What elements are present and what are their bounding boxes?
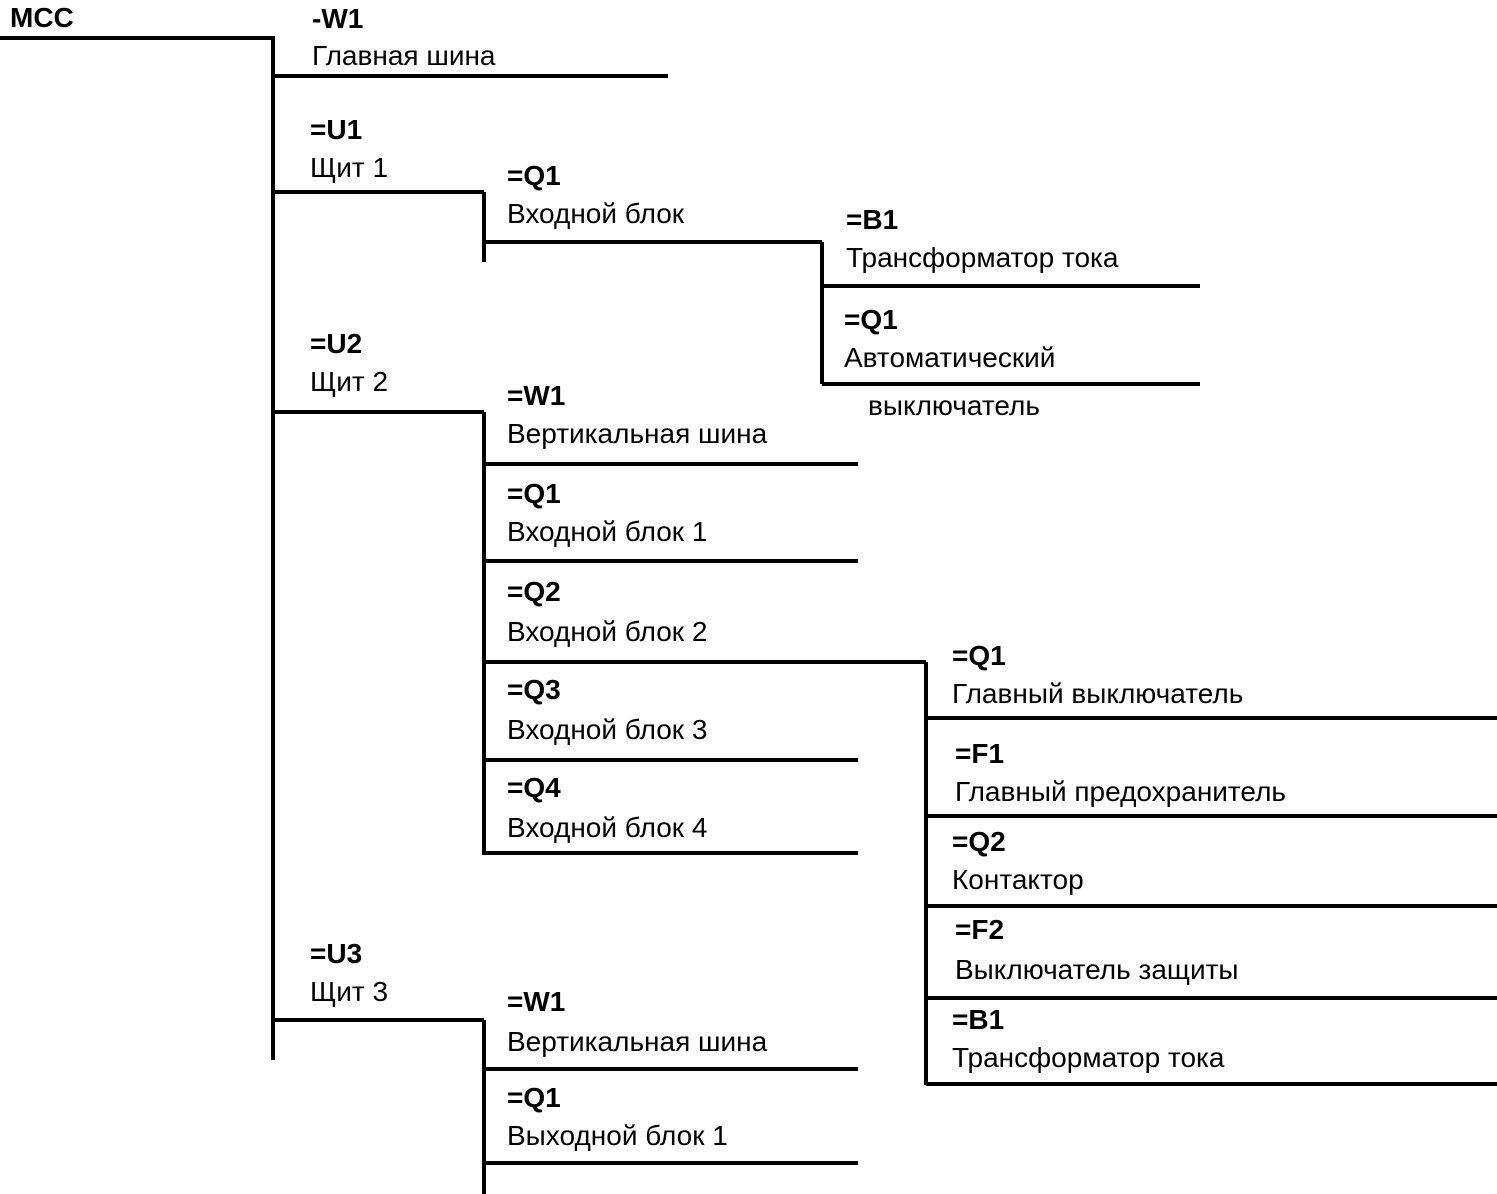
node-code-u2_w1: =W1 — [507, 380, 566, 411]
node-desc-u1_q1: Входной блок — [507, 198, 685, 229]
node-code-u3: =U3 — [310, 938, 363, 969]
node-code-u1_q1_q1: =Q1 — [844, 304, 898, 335]
u2-q1-line — [484, 559, 858, 563]
u3-w1-line — [484, 1067, 858, 1071]
u2-q2-b1-line — [926, 1082, 1497, 1086]
u1-q1-branch — [484, 240, 822, 244]
node-code-u3_w1: =W1 — [507, 986, 566, 1017]
node-desc2-u1_q1_q1: выключатель — [868, 390, 1040, 421]
node-code-u3_q1: =Q1 — [507, 1082, 561, 1113]
u3-q1-line — [484, 1161, 858, 1165]
node-desc-u2_q2_q2: Контактор — [952, 864, 1084, 895]
u2-branch — [273, 410, 484, 414]
node-code-u2_q2_f1: =F1 — [955, 738, 1005, 769]
root-label-mcc: MCC — [10, 2, 74, 33]
w1-bus-line — [273, 74, 668, 78]
node-code-u2: =U2 — [310, 328, 363, 359]
root-connector — [0, 36, 273, 40]
u2-q2-line — [484, 660, 926, 664]
u2-q2-q2-line — [926, 904, 1497, 908]
u1-trunk — [482, 192, 486, 262]
u2-q4-line — [484, 851, 858, 855]
node-code-u1: =U1 — [310, 114, 363, 145]
node-desc-u2_q2_f2: Выключатель защиты — [955, 954, 1239, 985]
u2-q2-trunk — [924, 662, 928, 1085]
node-desc-u2_w1: Вертикальная шина — [507, 418, 768, 449]
node-code-u2_q2_q1: =Q1 — [952, 640, 1006, 671]
node-desc-u2_q2_q1: Главный выключатель — [952, 678, 1244, 709]
node-code-u1_q1_b1: =B1 — [846, 204, 899, 235]
node-desc-u2_q2_f1: Главный предохранитель — [955, 776, 1286, 807]
u1-q1-trunk — [820, 242, 824, 384]
level1-trunk — [271, 36, 275, 1060]
node-desc-w1: Главная шина — [312, 40, 496, 71]
node-code-u2_q3: =Q3 — [507, 674, 561, 705]
u2-trunk — [482, 412, 486, 855]
u3-trunk — [482, 1020, 486, 1194]
u1-q1-q1-line — [822, 382, 1200, 386]
node-desc-u1_q1_q1: Автоматический — [844, 342, 1056, 373]
u2-q3-line — [484, 758, 858, 762]
node-code-u2_q2_f2: =F2 — [955, 914, 1005, 945]
node-code-w1: -W1 — [312, 3, 364, 34]
u1-q1-b1-line — [822, 284, 1200, 288]
node-code-u2_q2_b1: =B1 — [952, 1004, 1005, 1035]
node-desc-u3_q1: Выходной блок 1 — [507, 1120, 728, 1151]
node-desc-u2: Щит 2 — [310, 366, 389, 397]
node-desc-u2_q4: Входной блок 4 — [507, 812, 708, 843]
u2-q2-f2-line — [926, 996, 1497, 1000]
node-desc-u2_q2: Входной блок 2 — [507, 616, 708, 647]
node-code-u2_q2: =Q2 — [507, 576, 561, 607]
node-code-u1_q1: =Q1 — [507, 160, 561, 191]
node-desc-u3: Щит 3 — [310, 976, 389, 1007]
u3-branch — [273, 1018, 484, 1022]
node-desc-u2_q1: Входной блок 1 — [507, 516, 708, 547]
node-code-u2_q1: =Q1 — [507, 478, 561, 509]
u1-branch — [273, 190, 484, 194]
node-desc-u2_q2_b1: Трансформатор тока — [952, 1042, 1225, 1073]
u2-q2-f1-line — [926, 814, 1497, 818]
node-desc-u3_w1: Вертикальная шина — [507, 1026, 768, 1057]
u2-w1-line — [484, 462, 858, 466]
node-code-u2_q4: =Q4 — [507, 772, 561, 803]
node-desc-u1_q1_b1: Трансформатор тока — [846, 242, 1119, 273]
u2-q2-q1-line — [926, 716, 1497, 720]
node-desc-u1: Щит 1 — [310, 152, 389, 183]
node-desc-u2_q3: Входной блок 3 — [507, 714, 708, 745]
node-code-u2_q2_q2: =Q2 — [952, 826, 1006, 857]
